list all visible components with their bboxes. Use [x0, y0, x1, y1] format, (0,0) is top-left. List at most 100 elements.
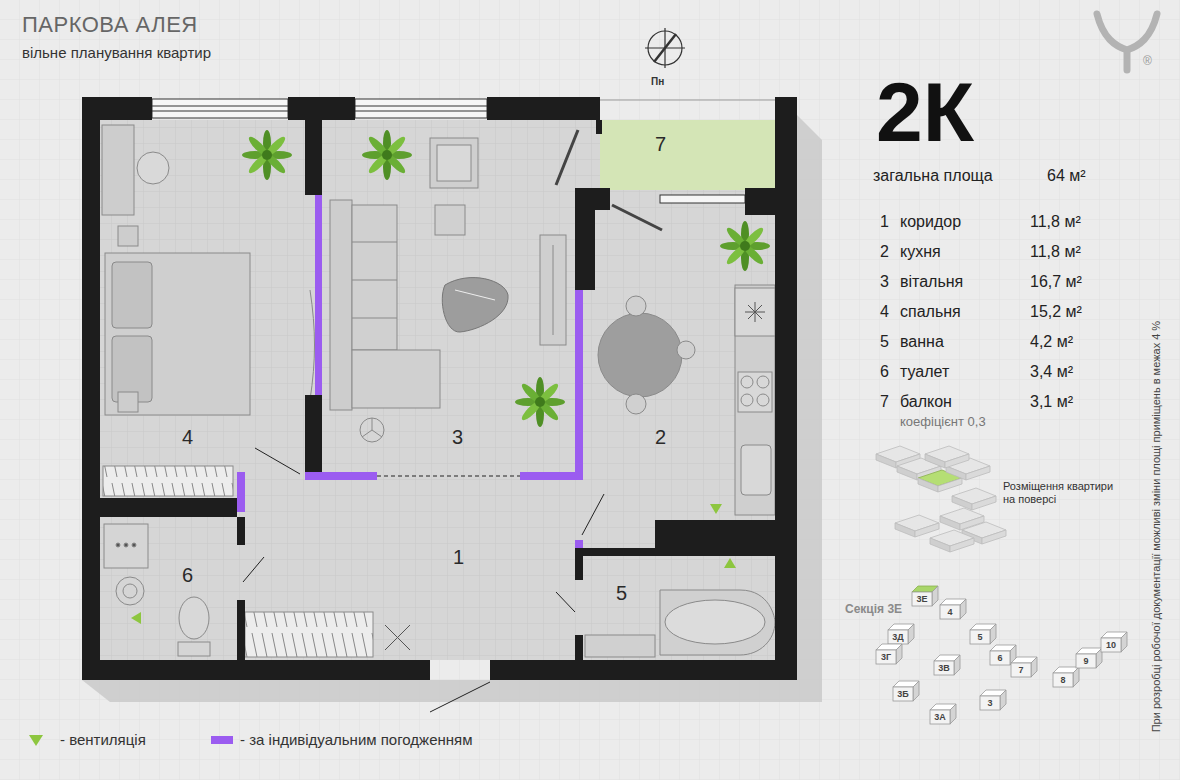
floor: [100, 120, 775, 660]
door-swing: [243, 130, 662, 712]
furniture: [310, 290, 315, 400]
window: [600, 100, 775, 101]
room-number: 6: [182, 563, 193, 587]
window: [355, 106, 487, 111]
plant-icon: [720, 221, 770, 271]
wall: [288, 97, 355, 120]
section-number: 4: [947, 608, 952, 617]
furniture: [103, 466, 233, 496]
furniture: [741, 376, 753, 388]
room-area: 3: [322, 120, 575, 472]
wall: [575, 548, 775, 556]
furniture: [362, 418, 382, 437]
section-number: 3В: [938, 664, 950, 673]
furniture: [132, 543, 136, 547]
door-swing: [582, 494, 604, 535]
room-area: 3,1 м²: [1030, 392, 1073, 411]
section-number: 3Е: [916, 595, 927, 604]
brand-logo: [1127, 14, 1157, 50]
wall: [490, 660, 797, 680]
building-section-map: [876, 586, 1127, 724]
room-area: 3,4 м²: [1030, 362, 1073, 381]
wall: [305, 395, 322, 472]
wall: [575, 635, 583, 660]
room-name: спальня: [900, 302, 961, 321]
plan-shadow: [82, 115, 822, 702]
building-section-map: [912, 586, 938, 606]
furniture: [352, 350, 440, 408]
wall: [487, 97, 600, 120]
door-swing: [430, 682, 490, 712]
optional-wall: [575, 290, 583, 480]
area-value: 64 м²: [1047, 166, 1086, 185]
ventilation-symbol: [29, 735, 43, 746]
room-number: 7: [655, 132, 666, 156]
apartment-type: 2К: [876, 70, 974, 154]
furniture: [677, 341, 695, 359]
wall: [237, 600, 245, 660]
room-area: 16,7 м²: [1030, 272, 1082, 291]
section-number: 3Д: [892, 633, 903, 642]
furniture: [102, 125, 134, 215]
furniture: [178, 642, 210, 656]
building-section-map: [893, 681, 919, 701]
building-section-map: [930, 704, 956, 724]
room-number: 6: [880, 362, 889, 381]
wall: [655, 520, 775, 548]
door-swing: [612, 205, 662, 230]
subtitle: вільне планування квартир: [22, 44, 211, 62]
furniture: [435, 205, 465, 235]
wall: [305, 120, 322, 195]
floor-location-map: [895, 515, 939, 537]
room-area: 4,2 м²: [1030, 332, 1073, 351]
room-name: вітальня: [900, 272, 963, 291]
building-section-map: [970, 624, 996, 644]
furniture: [741, 445, 771, 495]
furniture: [437, 145, 471, 181]
legend-entry: - за індивідуальним погодженням: [211, 731, 473, 748]
section-number: 3Г: [881, 653, 891, 662]
plant-icon: [242, 130, 292, 180]
wall: [575, 556, 583, 580]
furniture: [665, 600, 765, 644]
wall: [82, 660, 430, 680]
optional-wall: [315, 195, 322, 395]
floor-location-map: [925, 446, 969, 468]
window: [152, 99, 775, 203]
building-section-map: [980, 690, 1006, 710]
room-number: 3: [452, 425, 463, 449]
room-area: 15,2 м²: [1030, 302, 1082, 321]
optional-wall: [305, 472, 377, 480]
ventilation-mark: [131, 504, 736, 624]
furniture: [430, 138, 478, 188]
room-number: 4: [880, 302, 889, 321]
room-area: 1: [245, 480, 575, 660]
compass: [645, 28, 685, 68]
building-section-map: [1076, 648, 1102, 668]
furniture: [116, 543, 120, 547]
compass-label: Пн: [651, 76, 664, 88]
furniture: [330, 200, 352, 410]
room-number: 7: [880, 392, 889, 411]
wall: [100, 498, 237, 517]
window: [152, 106, 288, 111]
legend-entry: - вентиляція: [28, 731, 146, 748]
room-name: ванна: [900, 332, 944, 351]
furniture: [626, 296, 646, 316]
wall: [775, 97, 797, 680]
legend-text: - вентиляція: [60, 731, 146, 748]
compass: [645, 28, 685, 68]
door-swing: [377, 476, 520, 477]
building-section-map: [1053, 667, 1079, 687]
plan-shadow: [82, 115, 822, 702]
furniture: [112, 262, 152, 328]
balcony-coefficient: коефіцієнт 0,3: [900, 414, 986, 430]
section-number: 10: [1106, 641, 1116, 650]
door-swing: [243, 557, 264, 582]
section-number: 8: [1060, 676, 1065, 685]
section-number: 3А: [934, 713, 946, 722]
ventilation-mark: [724, 558, 736, 568]
room-number: 1: [880, 212, 889, 231]
building-section-map: [934, 655, 960, 675]
